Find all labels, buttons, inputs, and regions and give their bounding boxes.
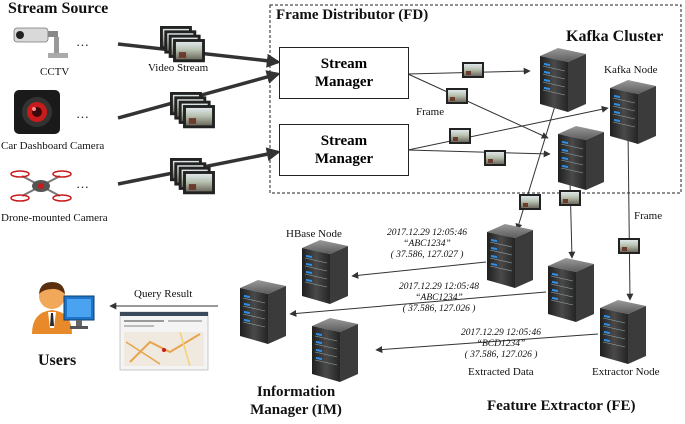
ellipsis-label: … <box>76 106 89 121</box>
record-time: 2017.12.29 12:05:46 <box>387 228 467 238</box>
extracted-data-label: Extracted Data <box>468 366 534 378</box>
server-icon <box>609 79 657 145</box>
map-screenshot-icon <box>119 311 209 371</box>
video-frame-icon <box>519 194 541 210</box>
server-icon <box>301 239 349 305</box>
video-frame-icon <box>446 88 468 104</box>
server-icon <box>599 299 647 365</box>
information-manager-line: Manager (IM) <box>250 402 342 418</box>
cctv-label: CCTV <box>40 66 70 78</box>
extractor-node-label: Extractor Node <box>592 366 660 378</box>
ellipsis-label: … <box>76 34 89 49</box>
record-plate: “BCD1234” <box>476 339 526 349</box>
ellipsis-label: … <box>76 176 89 191</box>
car-dashboard-label: Car Dashboard Camera <box>1 140 105 152</box>
record-time: 2017.12.29 12:05:46 <box>461 328 541 338</box>
information-manager-line: Information <box>256 384 336 400</box>
record-coords: ( 37.586, 127.026 ) <box>464 350 538 360</box>
video-frame-icon <box>462 62 484 78</box>
stream-manager-label: Stream <box>320 56 368 72</box>
stream-manager-label: Manager <box>314 74 374 90</box>
server-icon <box>539 47 587 113</box>
video-frame-icon <box>170 92 215 128</box>
stream-manager-label: Stream <box>320 133 368 149</box>
kafka-node-label: Kafka Node <box>604 64 658 76</box>
query-result-label: Query Result <box>134 288 193 300</box>
record-coords: ( 37.586, 127.027 ) <box>390 250 464 260</box>
record-annotation: 2017.12.29 12:05:48 “ABC1234” ( 37.586, … <box>384 282 494 315</box>
cctv-camera-icon <box>13 27 68 58</box>
video-stream-label: Video Stream <box>148 62 209 74</box>
users-title: Users <box>38 352 77 369</box>
record-plate: “ABC1234” <box>415 293 463 303</box>
video-frame-icon <box>449 128 471 144</box>
video-frame-icon <box>618 238 640 254</box>
record-plate: “ABC1234” <box>403 239 451 249</box>
computer-icon <box>63 295 95 329</box>
video-frame-icon <box>559 190 581 206</box>
server-icon <box>311 317 359 383</box>
stream-source-title: Stream Source <box>8 0 109 17</box>
hbase-node-label: HBase Node <box>286 228 342 240</box>
record-time: 2017.12.29 12:05:48 <box>399 282 479 292</box>
record-annotation: 2017.12.29 12:05:46 “BCD1234” ( 37.586, … <box>446 328 556 361</box>
frame-label: Frame <box>416 106 445 118</box>
dashcam-icon <box>14 90 60 134</box>
drone-icon <box>10 170 72 202</box>
record-annotation: 2017.12.29 12:05:46 “ABC1234” ( 37.586, … <box>372 228 482 261</box>
drone-label: Drone-mounted Camera <box>1 212 108 224</box>
information-manager-title: Information Manager (IM) <box>222 383 370 419</box>
frame-label: Frame <box>634 210 663 222</box>
server-icon <box>557 125 605 191</box>
kafka-cluster-title: Kafka Cluster <box>566 28 664 45</box>
frame-distributor-title: Frame Distributor (FD) <box>276 7 429 23</box>
stream-manager-label: Manager <box>314 151 374 167</box>
record-coords: ( 37.586, 127.026 ) <box>402 304 476 314</box>
user-icon <box>32 282 72 334</box>
server-icon <box>239 279 287 345</box>
server-icon <box>486 223 534 289</box>
video-frame-icon <box>170 158 215 194</box>
frame-distributor-region <box>269 4 682 194</box>
video-frame-icon <box>160 26 205 62</box>
feature-extractor-title: Feature Extractor (FE) <box>487 398 636 414</box>
video-frame-icon <box>484 150 506 166</box>
server-icon <box>547 257 595 323</box>
